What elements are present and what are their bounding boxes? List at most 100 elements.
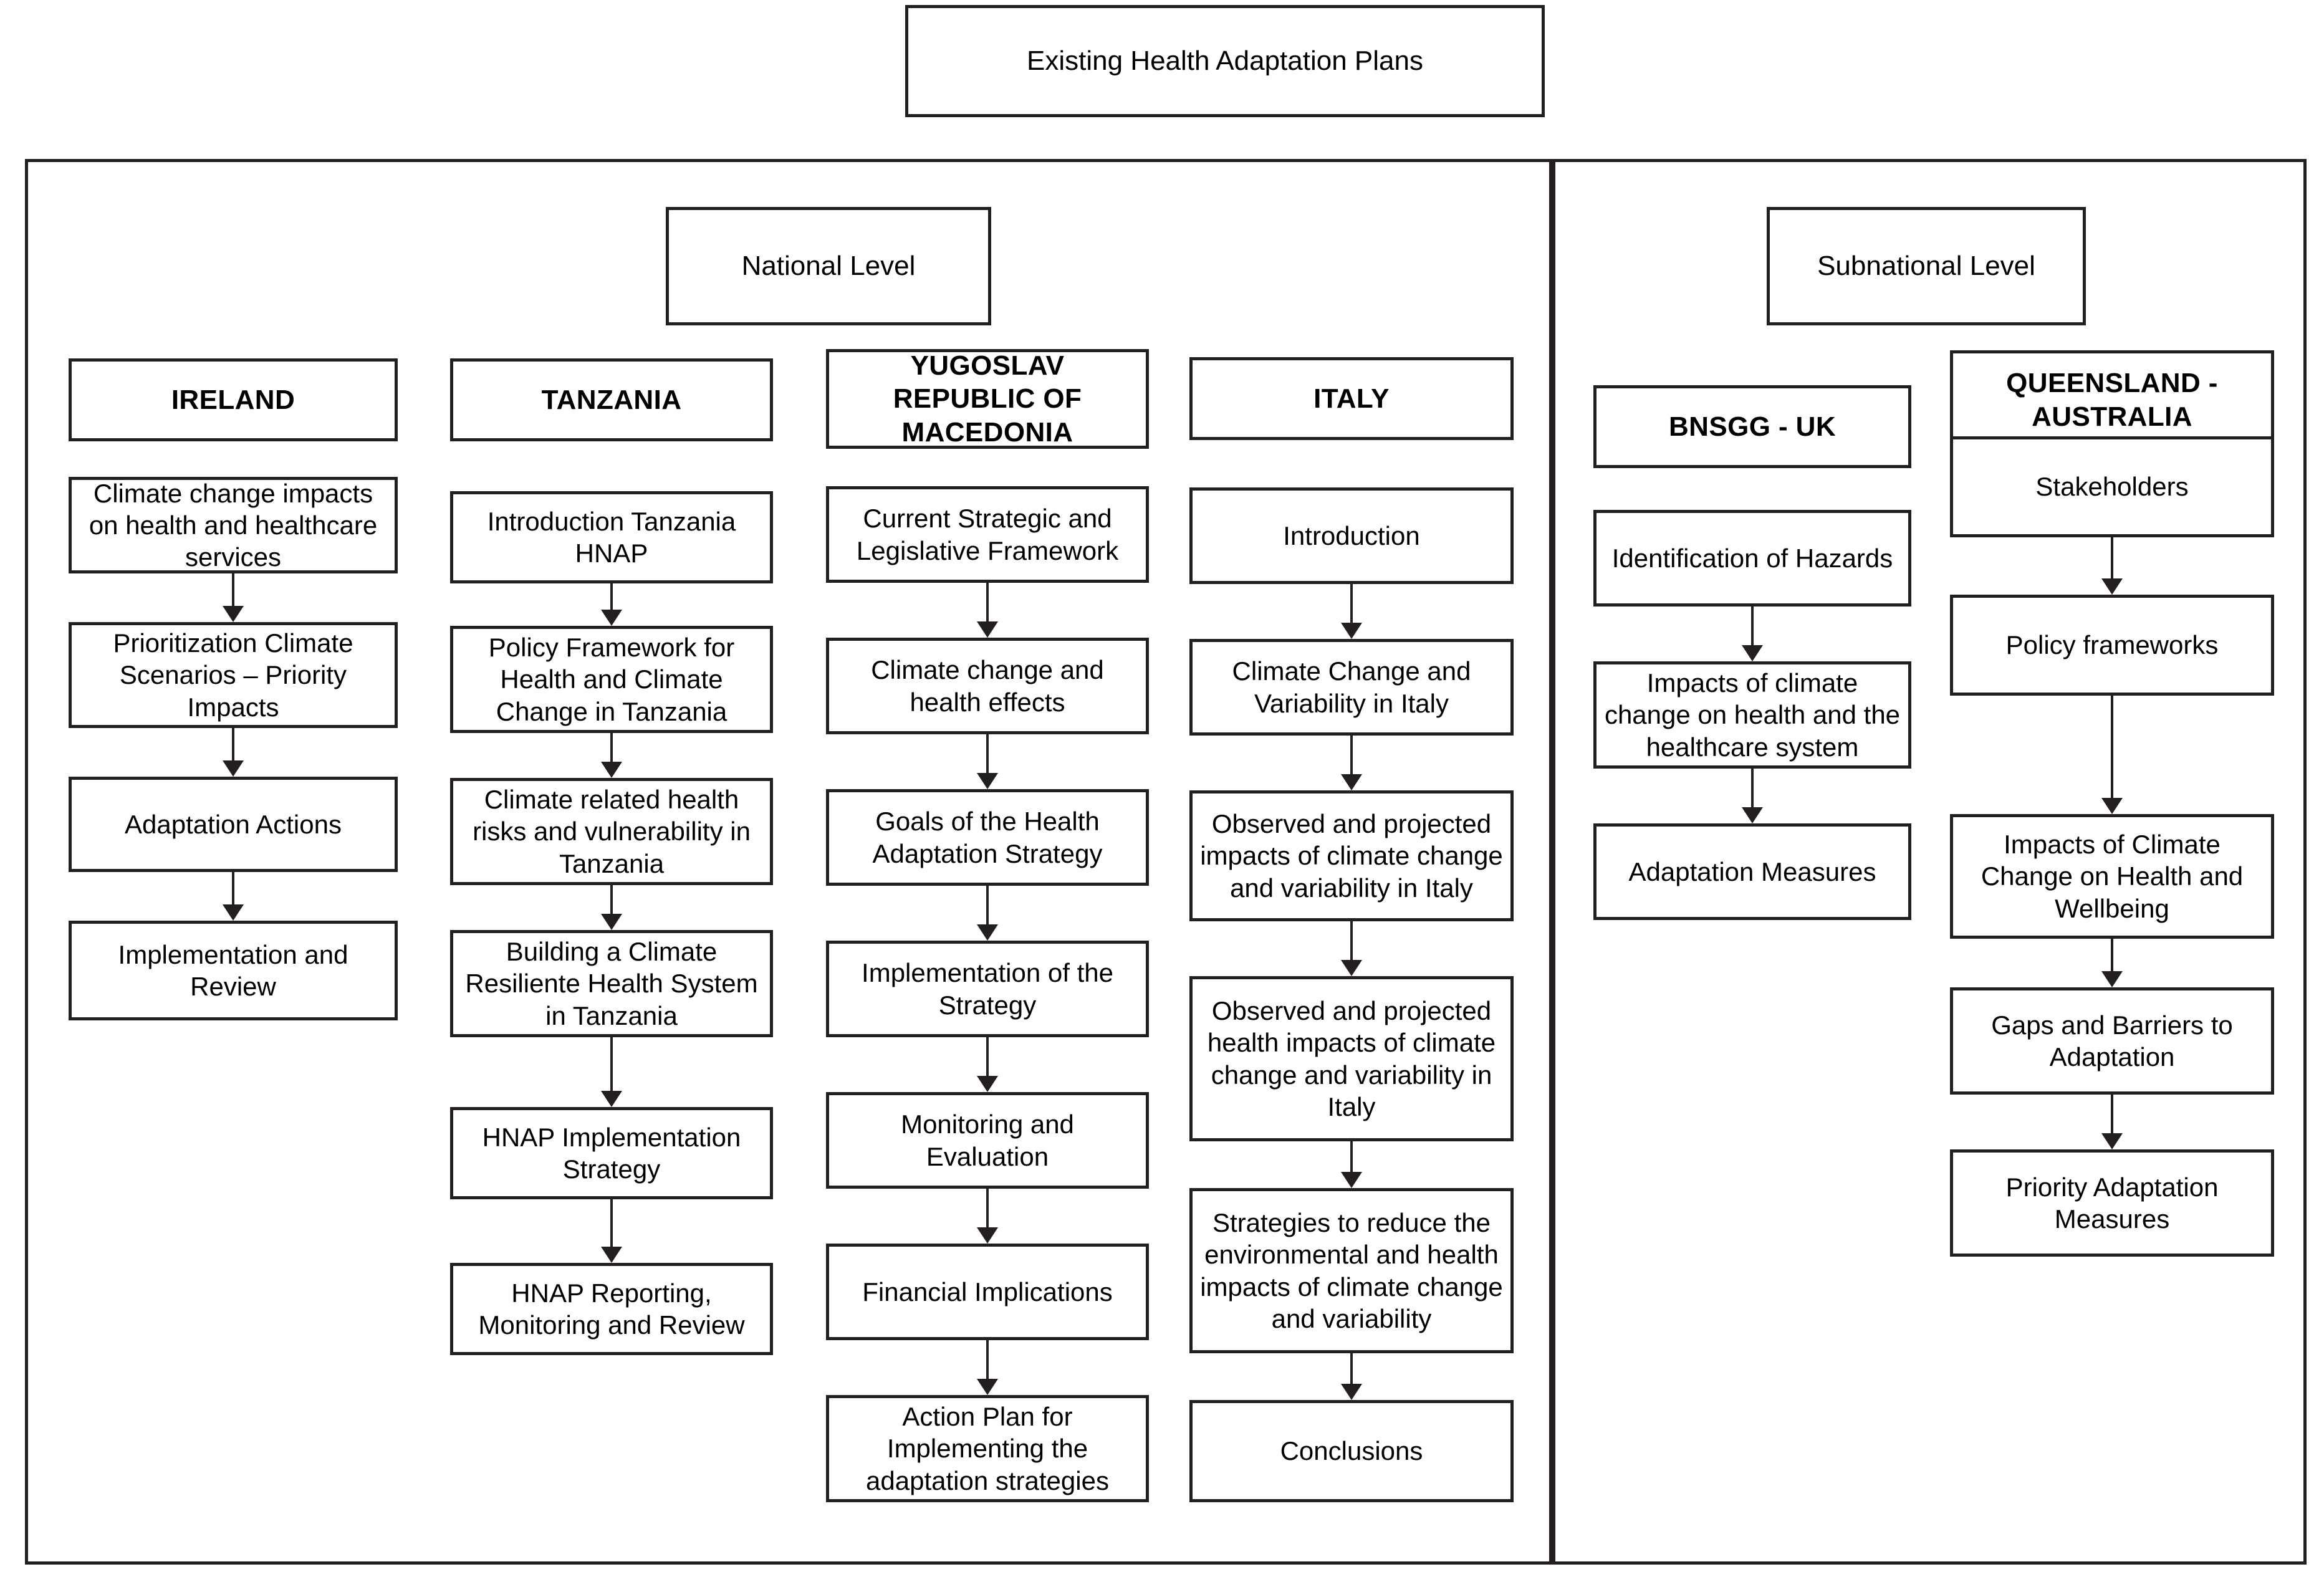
step-box-tanzania-1: Introduction Tanzania HNAP bbox=[450, 491, 773, 583]
step-box-italy-3: Observed and projected impacts of climat… bbox=[1189, 790, 1514, 921]
arrow-italy-3-4 bbox=[1189, 921, 1514, 976]
national-level-panel bbox=[25, 159, 1552, 1565]
step-box-italy-4: Observed and projected health impacts of… bbox=[1189, 976, 1514, 1141]
column-header-macedonia-label: YUGOSLAV REPUBLIC OF MACEDONIA bbox=[893, 350, 1082, 448]
diagram-title-box: Existing Health Adaptation Plans bbox=[905, 5, 1545, 117]
step-box-tanzania-4: Building a Climate Resiliente Health Sys… bbox=[450, 930, 773, 1037]
step-label: Implementation of the Strategy bbox=[862, 958, 1113, 1020]
step-box-queensland-5: Priority Adaptation Measures bbox=[1950, 1149, 2274, 1257]
diagram-title: Existing Health Adaptation Plans bbox=[1027, 46, 1423, 77]
step-label: Goals of the Health Adaptation Strategy bbox=[872, 807, 1103, 868]
step-label: Prioritization Climate Scenarios – Prior… bbox=[113, 628, 353, 722]
step-label: Adaptation Actions bbox=[125, 809, 342, 839]
column-header-queensland-australia: QUEENSLAND - AUSTRALIA bbox=[1950, 350, 2274, 450]
step-label: Observed and projected health impacts of… bbox=[1207, 996, 1496, 1121]
national-level-label: National Level bbox=[741, 251, 916, 282]
step-label: Identification of Hazards bbox=[1611, 543, 1893, 573]
step-label: Introduction bbox=[1283, 520, 1420, 550]
step-box-macedonia-5: Monitoring and Evaluation bbox=[826, 1092, 1149, 1189]
step-box-queensland-1: Stakeholders bbox=[1950, 436, 2274, 537]
step-box-tanzania-6: HNAP Reporting, Monitoring and Review bbox=[450, 1263, 773, 1355]
step-label: Policy Framework for Health and Climate … bbox=[488, 633, 735, 726]
column-header-italy-label: ITALY bbox=[1313, 383, 1390, 414]
step-label: Adaptation Measures bbox=[1628, 856, 1876, 886]
step-label: Impacts of Climate Change on Health and … bbox=[1981, 830, 2244, 923]
step-label: Strategies to reduce the environmental a… bbox=[1200, 1208, 1503, 1333]
subnational-level-label-box: Subnational Level bbox=[1767, 207, 2086, 325]
column-header-bnsgg-uk: BNSGG - UK bbox=[1593, 385, 1911, 468]
step-box-tanzania-5: HNAP Implementation Strategy bbox=[450, 1107, 773, 1199]
step-label: Building a Climate Resiliente Health Sys… bbox=[465, 937, 758, 1030]
step-box-tanzania-3: Climate related health risks and vulnera… bbox=[450, 778, 773, 885]
step-label: HNAP Reporting, Monitoring and Review bbox=[478, 1278, 745, 1340]
arrow-macedonia-2-3 bbox=[826, 734, 1149, 789]
national-level-label-box: National Level bbox=[666, 207, 991, 325]
arrow-ireland-2-3 bbox=[69, 728, 398, 777]
arrow-queensland-4-5 bbox=[1950, 1095, 2274, 1149]
column-header-tanzania-label: TANZANIA bbox=[541, 384, 682, 415]
step-box-macedonia-3: Goals of the Health Adaptation Strategy bbox=[826, 789, 1149, 886]
step-box-macedonia-1: Current Strategic and Legislative Framew… bbox=[826, 486, 1149, 583]
column-header-tanzania: TANZANIA bbox=[450, 358, 773, 441]
step-label: Climate change and health effects bbox=[871, 655, 1104, 717]
step-box-tanzania-2: Policy Framework for Health and Climate … bbox=[450, 626, 773, 733]
step-label: Conclusions bbox=[1280, 1436, 1423, 1466]
step-label: Action Plan for Implementing the adaptat… bbox=[866, 1402, 1109, 1495]
step-box-queensland-4: Gaps and Barriers to Adaptation bbox=[1950, 987, 2274, 1095]
step-label: Observed and projected impacts of climat… bbox=[1200, 809, 1503, 903]
step-box-italy-6: Conclusions bbox=[1189, 1400, 1514, 1502]
column-header-italy: ITALY bbox=[1189, 357, 1514, 440]
arrow-macedonia-1-2 bbox=[826, 583, 1149, 638]
step-label: Financial Implications bbox=[862, 1277, 1113, 1307]
step-box-queensland-3: Impacts of Climate Change on Health and … bbox=[1950, 814, 2274, 939]
arrow-macedonia-6-7 bbox=[826, 1340, 1149, 1395]
step-label: Impacts of climate change on health and … bbox=[1604, 668, 1901, 762]
step-box-ireland-1: Climate change impacts on health and hea… bbox=[69, 477, 398, 573]
arrow-tanzania-1-2 bbox=[450, 583, 773, 626]
arrow-italy-2-3 bbox=[1189, 736, 1514, 790]
step-box-bnsgg-uk-1: Identification of Hazards bbox=[1593, 510, 1911, 607]
step-box-italy-2: Climate Change and Variability in Italy bbox=[1189, 639, 1514, 736]
column-header-queensland-australia-label: QUEENSLAND - AUSTRALIA bbox=[2006, 368, 2218, 432]
step-box-italy-5: Strategies to reduce the environmental a… bbox=[1189, 1188, 1514, 1353]
step-box-bnsgg-uk-2: Impacts of climate change on health and … bbox=[1593, 661, 1911, 769]
arrow-tanzania-4-5 bbox=[450, 1037, 773, 1107]
arrow-macedonia-4-5 bbox=[826, 1037, 1149, 1092]
step-label: Introduction Tanzania HNAP bbox=[487, 506, 736, 568]
step-box-ireland-4: Implementation and Review bbox=[69, 921, 398, 1020]
step-box-ireland-2: Prioritization Climate Scenarios – Prior… bbox=[69, 622, 398, 728]
arrow-italy-1-2 bbox=[1189, 584, 1514, 639]
column-header-macedonia: YUGOSLAV REPUBLIC OF MACEDONIA bbox=[826, 349, 1149, 449]
step-box-macedonia-7: Action Plan for Implementing the adaptat… bbox=[826, 1395, 1149, 1502]
arrow-tanzania-3-4 bbox=[450, 885, 773, 930]
step-label: Stakeholders bbox=[2035, 472, 2189, 502]
subnational-level-panel bbox=[1552, 159, 2307, 1565]
step-label: Gaps and Barriers to Adaptation bbox=[1991, 1010, 2233, 1072]
column-header-ireland: IRELAND bbox=[69, 358, 398, 441]
arrow-tanzania-2-3 bbox=[450, 733, 773, 778]
step-label: Policy frameworks bbox=[2005, 630, 2219, 660]
arrow-italy-5-6 bbox=[1189, 1353, 1514, 1400]
arrow-queensland-3-4 bbox=[1950, 939, 2274, 987]
step-label: Implementation and Review bbox=[118, 939, 348, 1001]
arrow-macedonia-5-6 bbox=[826, 1189, 1149, 1244]
step-box-italy-1: Introduction bbox=[1189, 487, 1514, 584]
arrow-queensland-1-2 bbox=[1950, 537, 2274, 595]
step-box-queensland-2: Policy frameworks bbox=[1950, 595, 2274, 696]
step-label: Priority Adaptation Measures bbox=[2005, 1172, 2219, 1234]
step-box-macedonia-4: Implementation of the Strategy bbox=[826, 941, 1149, 1037]
arrow-italy-4-5 bbox=[1189, 1141, 1514, 1188]
arrow-tanzania-5-6 bbox=[450, 1199, 773, 1263]
subnational-level-label: Subnational Level bbox=[1817, 251, 2035, 282]
arrow-bnsgg-uk-2-3 bbox=[1593, 769, 1911, 823]
step-box-bnsgg-uk-3: Adaptation Measures bbox=[1593, 823, 1911, 920]
step-label: Climate related health risks and vulnera… bbox=[473, 785, 751, 878]
column-header-ireland-label: IRELAND bbox=[171, 384, 295, 415]
step-box-ireland-3: Adaptation Actions bbox=[69, 777, 398, 872]
column-header-bnsgg-uk-label: BNSGG - UK bbox=[1669, 411, 1836, 442]
arrow-bnsgg-uk-1-2 bbox=[1593, 607, 1911, 661]
arrow-ireland-3-4 bbox=[69, 872, 398, 921]
step-label: HNAP Implementation Strategy bbox=[482, 1122, 741, 1184]
step-label: Climate change impacts on health and hea… bbox=[89, 478, 378, 572]
